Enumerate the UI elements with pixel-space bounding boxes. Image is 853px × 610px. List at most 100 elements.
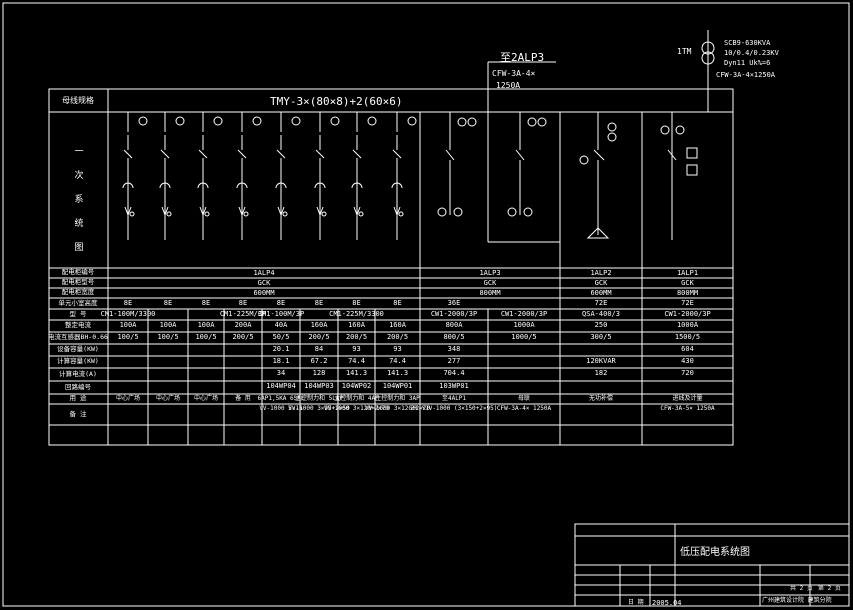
setting-cell: 250 bbox=[594, 321, 608, 329]
arrow bbox=[353, 206, 358, 216]
ammeter-icon bbox=[467, 117, 477, 127]
transformer-tag: 1TM bbox=[677, 47, 692, 56]
setting-cell: 100A bbox=[159, 321, 177, 329]
installed-cell: 93 bbox=[352, 345, 361, 353]
arrow bbox=[127, 206, 132, 216]
height-cell: 8E bbox=[163, 299, 173, 307]
use-cell: 中心广场 bbox=[193, 395, 219, 402]
system-label-3: 系 bbox=[74, 195, 84, 205]
ammeter-icon bbox=[527, 117, 537, 127]
meter-box-icon bbox=[686, 164, 698, 176]
height-cell: 8E bbox=[201, 299, 211, 307]
calc_a-cell: 128 bbox=[312, 369, 326, 377]
row-label: 单元小室高度 bbox=[58, 298, 98, 307]
model-cell: CW1-2000/3P bbox=[430, 310, 478, 318]
row-label: 计算电流(A) bbox=[59, 369, 97, 378]
setting-cell: 160A bbox=[348, 321, 365, 329]
loop-cell: 104WP02 bbox=[341, 382, 372, 390]
height-cell: 8E bbox=[314, 299, 324, 307]
breaker-icon bbox=[276, 149, 286, 159]
calc_a-cell: 704.4 bbox=[443, 369, 465, 377]
system-label-2: 次 bbox=[74, 171, 84, 181]
calc_a-cell: 182 bbox=[594, 369, 608, 377]
drawing-date: 2005.04 bbox=[652, 599, 682, 607]
arrow bbox=[356, 206, 361, 216]
row-label: 整定电流 bbox=[65, 321, 91, 329]
ct-cell: 300/5 bbox=[590, 333, 612, 341]
arrow bbox=[277, 206, 282, 216]
ammeter-icon bbox=[457, 117, 467, 127]
ammeter-icon bbox=[407, 116, 417, 126]
ct-cell: 100/5 bbox=[117, 333, 139, 341]
company-name: 广州建筑设计院 建筑分院 bbox=[762, 597, 832, 604]
use-cell: 中心广场 bbox=[115, 395, 141, 402]
ct-mark bbox=[358, 211, 364, 217]
height-cell: 8E bbox=[352, 299, 361, 307]
cabinet-width: 600MM bbox=[253, 289, 275, 297]
setting-cell: 160A bbox=[310, 321, 328, 329]
use-cell: 中心广场 bbox=[155, 395, 181, 402]
setting-cell: 1000A bbox=[513, 321, 535, 329]
installed-cell: 348 bbox=[447, 345, 461, 353]
ammeter-icon bbox=[607, 132, 617, 142]
breaker-icon bbox=[352, 149, 362, 159]
row-label: 配电柜型号 bbox=[61, 278, 95, 286]
use-cell: 备 用 bbox=[235, 395, 251, 402]
sheet-number: 第 2 页 bbox=[818, 585, 841, 592]
arrow bbox=[199, 206, 204, 216]
ct-mark bbox=[321, 211, 327, 217]
calc_kw-cell: 18.1 bbox=[272, 357, 290, 365]
system-label-4: 统 bbox=[74, 219, 84, 229]
drawing-title: 低压配电系统图 bbox=[680, 547, 750, 558]
capacitor-icon bbox=[586, 227, 610, 239]
arrow bbox=[316, 206, 321, 216]
system-label-1: 一 bbox=[74, 147, 84, 157]
calc_kw-cell: 74.4 bbox=[348, 357, 365, 365]
row-label: 回路编号 bbox=[65, 382, 91, 391]
height-cell: 8E bbox=[123, 299, 133, 307]
use-cell: 进线及计量 bbox=[672, 395, 703, 402]
breaker-icon bbox=[198, 149, 208, 159]
meter-icon bbox=[579, 155, 589, 165]
ct-mark bbox=[204, 211, 210, 217]
cabinet-id: 1ALP2 bbox=[590, 269, 612, 277]
breaker-icon bbox=[515, 149, 525, 161]
height-cell: 8E bbox=[393, 299, 402, 307]
calc_kw-cell: 74.4 bbox=[389, 357, 406, 365]
meter-box-icon bbox=[686, 147, 698, 159]
breaker-icon bbox=[392, 149, 402, 159]
height-cell: 8E bbox=[276, 299, 286, 307]
calc_kw-cell: 67.2 bbox=[310, 357, 328, 365]
use-cell: 主控制力和 5LAP bbox=[294, 395, 344, 402]
remark-cell: CFW-3A-5× 1250A bbox=[660, 405, 715, 412]
height-cell: 72E bbox=[594, 299, 608, 307]
loop-cell: 103WP01 bbox=[439, 382, 469, 390]
loop-cell: 104WP03 bbox=[304, 382, 334, 390]
row-label: 用 途 bbox=[69, 394, 87, 402]
ammeter-icon bbox=[213, 116, 223, 126]
height-cell: 8E bbox=[238, 299, 248, 307]
setting-cell: 40A bbox=[274, 321, 288, 329]
calc_a-cell: 141.3 bbox=[345, 369, 368, 377]
ct-cell: 800/5 bbox=[443, 333, 465, 341]
arrow bbox=[202, 206, 207, 216]
cabinet-type: GCK bbox=[594, 279, 608, 287]
transformer-model: SCB9-630KVA bbox=[724, 39, 771, 47]
breaker-icon bbox=[160, 149, 170, 159]
row-label: 备 注 bbox=[69, 409, 87, 418]
breaker-icon bbox=[445, 149, 455, 161]
use-cell: 母联 bbox=[517, 395, 531, 402]
sheet-total: 共 2 页 bbox=[790, 585, 813, 592]
loop-cell: 104WP01 bbox=[382, 382, 413, 390]
installed-cell: 84 bbox=[314, 345, 324, 353]
arrow bbox=[280, 206, 285, 216]
ct-cell: 1000/5 bbox=[511, 333, 537, 341]
cabinet-id: 1ALP1 bbox=[676, 269, 699, 277]
height-cell: 36E bbox=[447, 299, 461, 307]
transformer-icon bbox=[701, 51, 715, 65]
ct-cell: 200/5 bbox=[232, 333, 254, 341]
system-label-5: 图 bbox=[74, 243, 84, 253]
installed-cell: 93 bbox=[393, 345, 402, 353]
outgoing-cable: CFW-3A-4× bbox=[492, 69, 536, 78]
